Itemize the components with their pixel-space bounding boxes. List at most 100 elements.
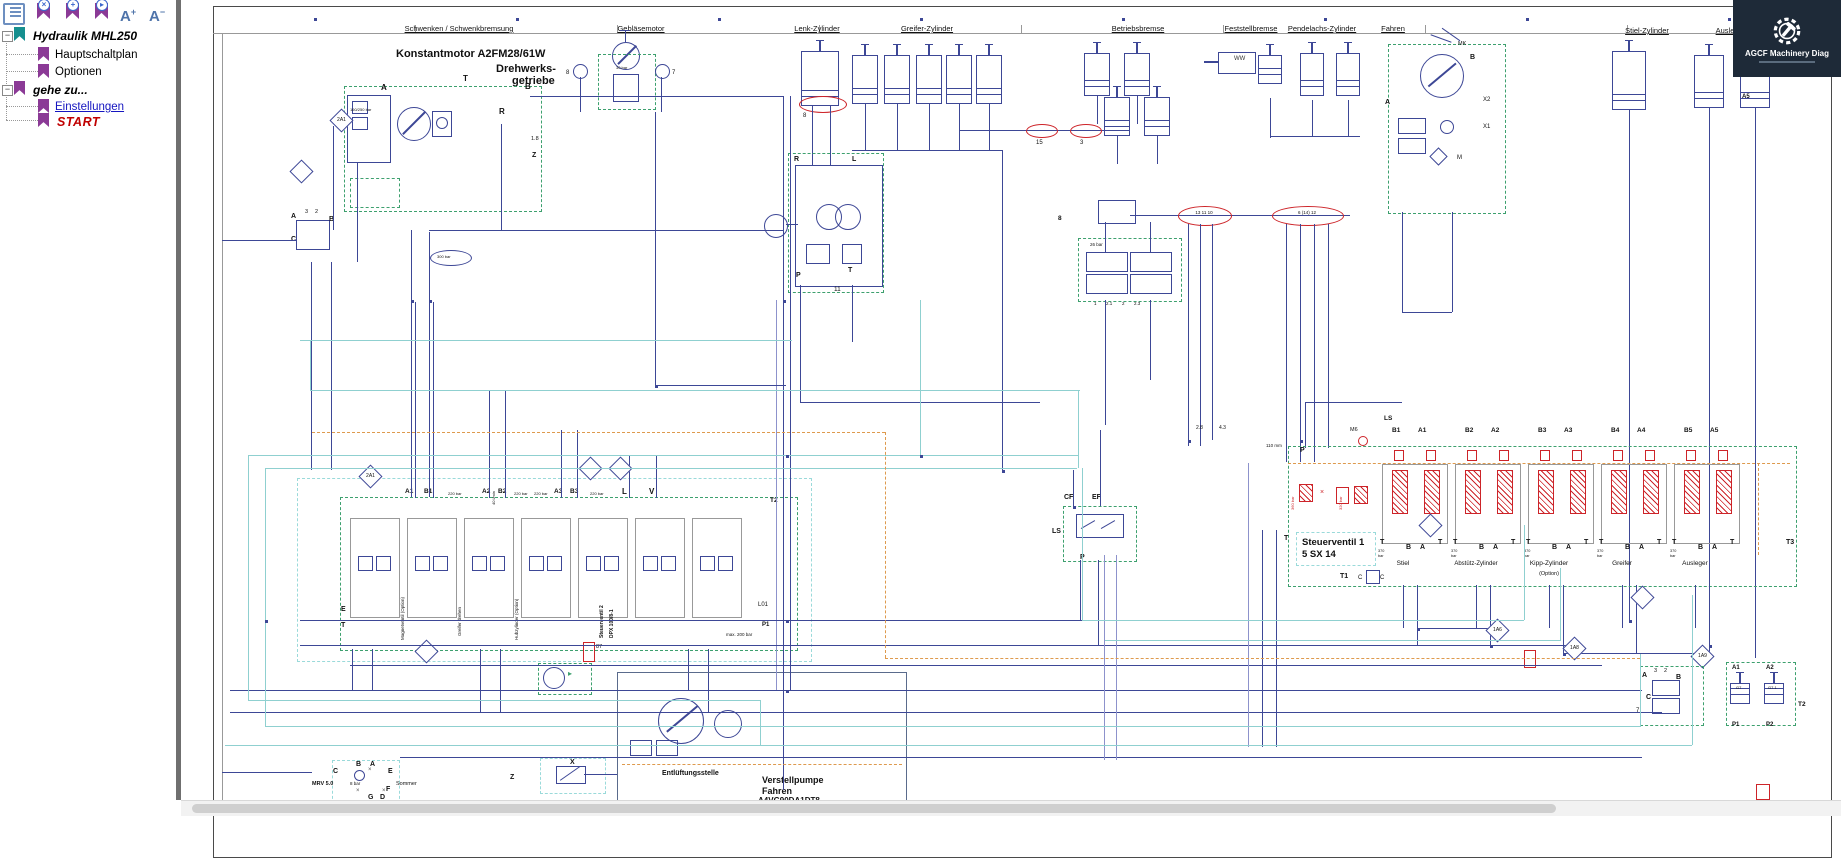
cylinder-body: [852, 55, 878, 104]
wire: [1021, 25, 1022, 33]
wire: [357, 163, 358, 262]
sidebar-item-gehe-zu[interactable]: gehe zu...: [33, 83, 88, 97]
schematic-label-vertical: 40 l/min: [491, 490, 496, 505]
wire: [1709, 585, 1710, 653]
wire-dashed: [312, 432, 885, 433]
cylinder-body: [1336, 53, 1360, 96]
component-box: [1540, 450, 1550, 461]
horizontal-scrollbar[interactable]: [181, 800, 1841, 816]
wire: [1157, 136, 1158, 164]
wire: [1417, 628, 1495, 629]
wire: [411, 230, 412, 497]
sidebar-item-hauptschaltplan[interactable]: Hauptschaltplan: [55, 49, 138, 61]
wire: [1105, 222, 1106, 252]
schematic-label: B3: [570, 488, 579, 495]
wire: [1270, 98, 1271, 138]
wire: [222, 33, 223, 813]
junction-dot: [1122, 18, 1125, 21]
component-box: [358, 556, 373, 571]
valve-spool: [1643, 470, 1659, 514]
bookmark-icon: [14, 81, 25, 95]
wire: [1105, 640, 1561, 641]
wire: [1348, 100, 1349, 136]
schematic-label: A: [1420, 544, 1426, 551]
component-box: [556, 766, 586, 784]
component-circle: [835, 204, 861, 230]
wire: [1629, 110, 1630, 620]
horizontal-scrollbar-thumb[interactable]: [192, 804, 1556, 813]
schematic-label: 3: [1080, 140, 1084, 146]
sidebar-link-einstellungen[interactable]: Einstellungen: [55, 101, 125, 113]
wire: [655, 112, 656, 385]
wire: [1425, 25, 1426, 33]
wire: [1476, 585, 1477, 628]
schematic-label: ×: [1320, 489, 1325, 496]
schematic-label: A: [1493, 544, 1499, 551]
component-box: [1652, 680, 1680, 696]
schematic-label: T: [1584, 539, 1589, 546]
schematic-label: 1: [1094, 301, 1097, 306]
wire: [372, 649, 373, 690]
cylinder-symbol: [1694, 44, 1724, 108]
tree-expand-goto[interactable]: −: [2, 85, 13, 96]
schematic-label: 2.8: [1196, 425, 1203, 431]
sidebar-item-start[interactable]: START: [57, 115, 101, 129]
tree-connector: [6, 120, 38, 121]
schematic-label: 7: [672, 70, 676, 76]
schematic-label: A: [1639, 544, 1645, 551]
component-box: [464, 518, 514, 618]
sidebar-item-root[interactable]: Hydraulik MHL250: [33, 29, 138, 43]
schematic-label: A: [370, 761, 376, 768]
wire: [1305, 402, 1306, 448]
cylinder-symbol: [1764, 672, 1784, 704]
schematic-label: 220 bar: [534, 491, 548, 496]
schematic-label: 160/250 bar: [350, 107, 372, 112]
schematic-label: 5 SX 14: [1302, 549, 1336, 560]
contents-panel-icon[interactable]: [3, 3, 25, 25]
component-circle: [1358, 436, 1368, 446]
schematic-label: bar: [1597, 554, 1603, 558]
font-increase-button[interactable]: A+: [120, 7, 137, 25]
cylinder-piston: [1259, 68, 1281, 70]
junction-dot: [1563, 653, 1566, 656]
component-box: [1726, 662, 1796, 726]
cylinder-rod: [928, 44, 930, 55]
schematic-label: 1.8: [531, 136, 539, 142]
component-box: [296, 220, 330, 250]
schematic-label: R: [794, 156, 800, 163]
schematic-label: B: [329, 216, 335, 223]
wire: [1262, 530, 1263, 747]
wire: [1692, 595, 1693, 745]
schematic-label: E: [341, 606, 346, 613]
schematic-label: A: [1566, 544, 1572, 551]
junction-dot: [786, 620, 789, 623]
wire: [1524, 525, 1525, 620]
schematic-label: 8: [566, 70, 570, 76]
component-box: [1130, 252, 1172, 272]
schematic-label: Schwenken / Schwenkbremsung: [404, 24, 514, 33]
wire: [1200, 224, 1201, 446]
cylinder-piston: [853, 88, 877, 90]
wire: [1104, 555, 1105, 760]
cylinder-rod: [1156, 86, 1158, 97]
schematic-label: 370: [1451, 549, 1458, 553]
tree-expand-root[interactable]: −: [2, 31, 13, 42]
pane-splitter[interactable]: [176, 0, 181, 800]
font-decrease-button[interactable]: A−: [149, 7, 166, 25]
sidebar-item-optionen[interactable]: Optionen: [55, 66, 102, 78]
wire: [300, 645, 1562, 646]
wire-dashed: [622, 764, 902, 765]
valve-spool: [1684, 470, 1700, 514]
cylinder-piston: [1125, 86, 1149, 88]
bookmark-icon: [38, 99, 49, 113]
schematic-label: C: [1358, 575, 1363, 581]
component-box: [1467, 450, 1477, 461]
wire-dashed: [1288, 463, 1790, 464]
valve-spool: [1465, 470, 1481, 514]
schematic-label: B: [1552, 544, 1558, 551]
cylinder-piston: [885, 88, 909, 90]
cylinder-piston: [1105, 120, 1129, 122]
wire: [661, 77, 662, 112]
component-box: [340, 497, 798, 651]
wire: [1403, 585, 1404, 628]
